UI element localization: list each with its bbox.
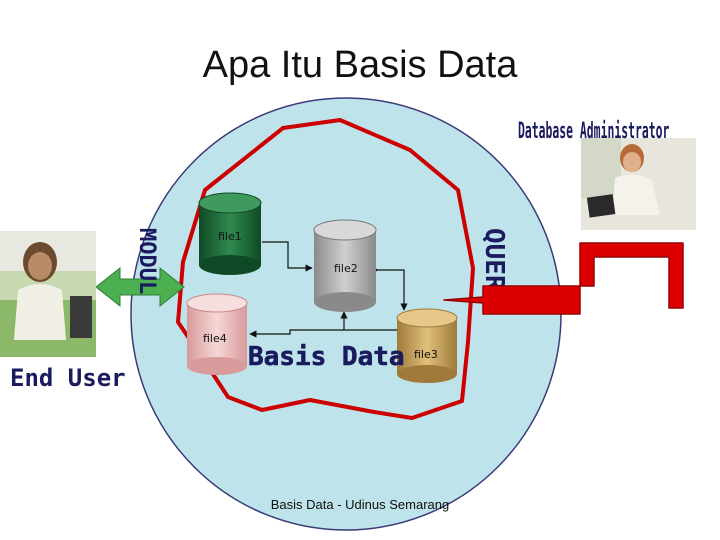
slide-title: Apa Itu Basis Data (202, 44, 518, 86)
file2-label: file2 (334, 262, 358, 275)
modul-label: MODUL (134, 228, 159, 294)
file4-label: file4 (203, 332, 227, 345)
modul-double-arrow (95, 266, 185, 308)
file1-cylinder: file1 (198, 192, 262, 275)
file2-cylinder: file2 (313, 219, 377, 312)
file3-cylinder: file3 (396, 308, 458, 383)
file4-cylinder: file4 (186, 293, 248, 375)
connector-file1-file2 (262, 241, 313, 272)
end-user-label: End User (10, 364, 126, 392)
slide-footer: Basis Data - Udinus Semarang (270, 497, 450, 512)
query-arrow (443, 242, 684, 315)
connector-file4 (249, 329, 344, 338)
connector-file2-file3 (371, 266, 408, 311)
file3-label: file3 (414, 348, 438, 361)
dba-label: Database Administrator (518, 119, 669, 144)
end-user-photo (0, 231, 96, 357)
basis-data-label: Basis Data (248, 342, 405, 372)
dba-photo (581, 138, 696, 230)
file1-label: file1 (218, 230, 242, 243)
